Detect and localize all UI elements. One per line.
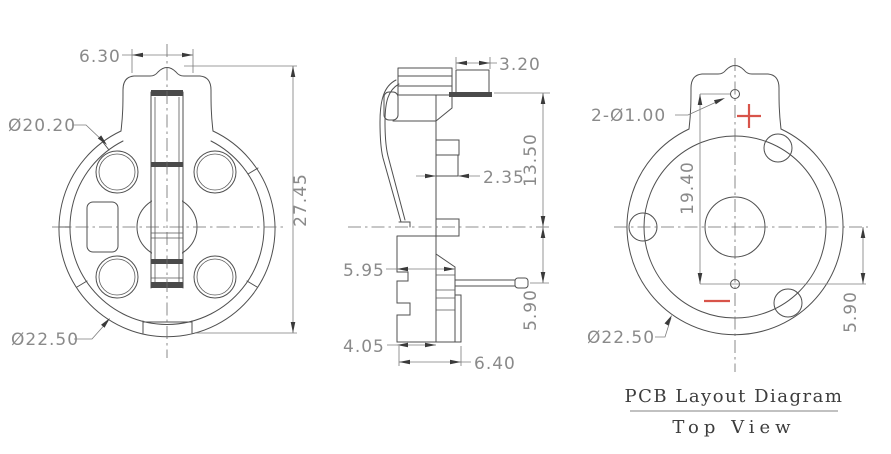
pcb-dim-hole-spacing: 19.40: [678, 93, 866, 285]
pcb-dim-pin-offset: 5.90: [841, 227, 866, 333]
pcb-caption-title: PCB Layout Diagram: [625, 386, 844, 407]
side-housing-outline: [392, 67, 492, 343]
front-dim-overall-height: 27.45: [184, 65, 311, 334]
pcb-dim-outer-diameter-label: Ø22.50: [587, 328, 655, 348]
side-dim-body-width: 5.95: [343, 261, 455, 281]
pcb-centerlines: [614, 58, 868, 372]
side-dim-pin-offset: 5.90: [521, 227, 549, 331]
side-solder-pin: [454, 277, 529, 289]
pcb-dim-outer-diameter: Ø22.50: [587, 313, 674, 348]
pcb-caption: PCB Layout Diagram Top View: [625, 386, 844, 438]
side-dim-tab-width-label: 3.20: [499, 55, 541, 75]
pcb-dim-hole-callout: 2-Ø1.00: [591, 95, 726, 126]
side-dim-upper-height-label: 13.50: [521, 133, 541, 187]
side-dim-base-width: 6.40: [398, 346, 516, 374]
front-dim-outer-diameter-label: Ø22.50: [11, 330, 79, 350]
side-dim-wall-thickness: 2.35: [416, 168, 525, 188]
front-dim-tab-width: 6.30: [79, 47, 194, 73]
front-dim-outer-diameter: Ø22.50: [11, 316, 112, 350]
front-dim-tab-width-label: 6.30: [79, 47, 121, 67]
front-centerlines: [52, 44, 284, 358]
pcb-positive-mark: [737, 104, 761, 128]
front-mounting-holes: [95, 150, 237, 299]
side-dim-tab-width: 3.20: [455, 55, 541, 75]
front-dim-inner-diameter-label: Ø20.20: [8, 116, 76, 136]
pcb-layout-view: 19.40 2-Ø1.00 5.90 Ø22.50 PC: [587, 58, 868, 438]
pcb-caption-subtitle: Top View: [672, 417, 795, 438]
pcb-dim-pin-offset-label: 5.90: [841, 291, 861, 333]
side-view: 3.20 13.50 2.35 5.95 5.90: [343, 55, 552, 374]
side-dim-foot-width-label: 4.05: [343, 337, 385, 357]
front-dim-inner-diameter: Ø20.20: [8, 116, 109, 147]
side-dim-base-width-label: 6.40: [474, 354, 516, 374]
front-dim-overall-height-label: 27.45: [291, 173, 311, 227]
side-dim-pin-offset-label: 5.90: [521, 289, 541, 331]
pcb-dim-hole-spacing-label: 19.40: [678, 161, 698, 215]
pcb-mounting-holes: [628, 133, 803, 318]
side-spring-contact: [379, 79, 411, 228]
pcb-dim-hole-callout-label: 2-Ø1.00: [591, 106, 666, 126]
front-view: 6.30 Ø20.20 27.45 Ø22.50: [8, 44, 311, 358]
side-dim-body-width-label: 5.95: [343, 261, 385, 281]
side-dim-foot-width: 4.05: [343, 337, 436, 357]
side-dim-upper-height: 13.50: [494, 92, 550, 227]
side-dim-wall-thickness-label: 2.35: [483, 168, 525, 188]
